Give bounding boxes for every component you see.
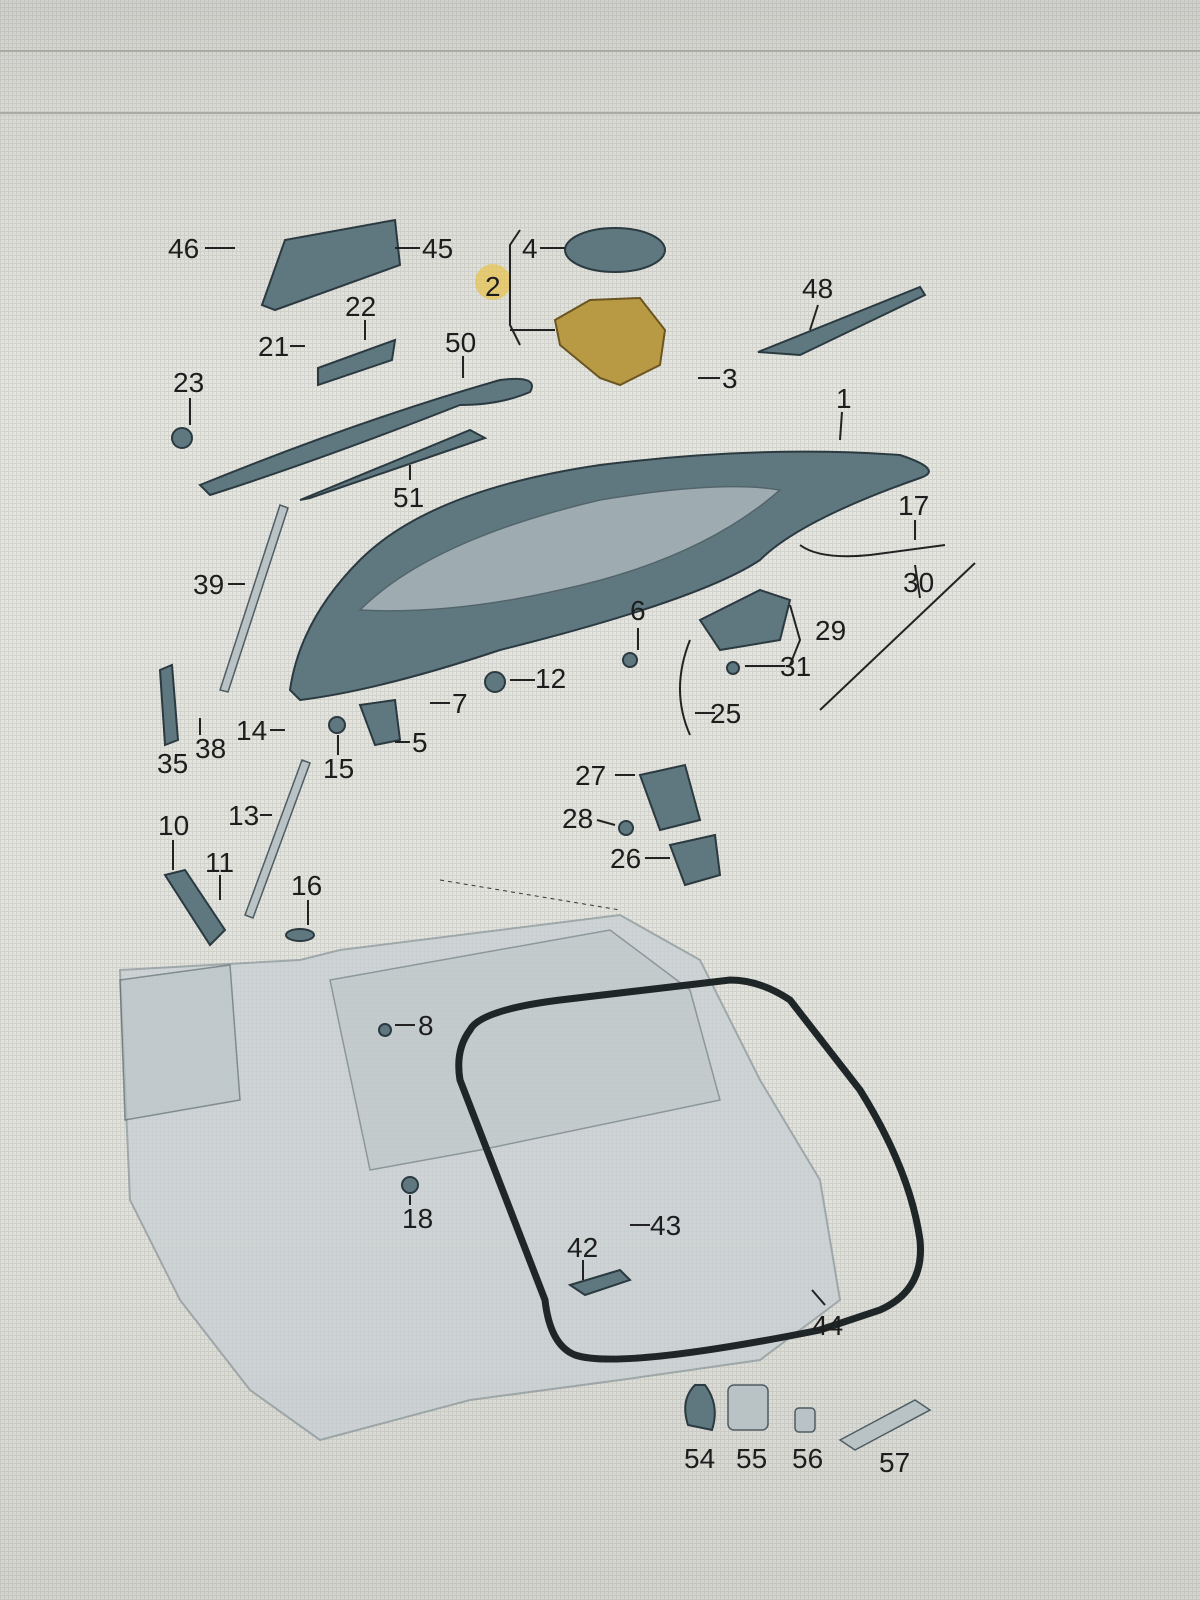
label-4: 4 (522, 233, 538, 264)
label-57: 57 (879, 1447, 910, 1478)
label-26: 26 (610, 843, 641, 874)
header-divider (0, 112, 1200, 114)
strip-48 (757, 285, 927, 357)
label-28: 28 (562, 803, 593, 834)
wiper-motor-highlighted (553, 296, 667, 387)
hinge-10 (163, 868, 227, 947)
label-18: 18 (402, 1203, 433, 1234)
product-55 (727, 1384, 769, 1431)
hinge-35 (158, 663, 180, 747)
trim-strip (317, 338, 397, 387)
label-3: 3 (722, 363, 738, 394)
leader-lines (172, 229, 921, 1306)
part-labels: 46 45 4 2 48 22 21 50 3 23 1 51 17 39 30… (157, 233, 934, 1478)
highlight-marker (475, 264, 511, 300)
label-55: 55 (736, 1443, 767, 1474)
label-7: 7 (452, 688, 468, 719)
label-11: 11 (205, 847, 234, 878)
top-divider (0, 50, 1200, 52)
label-30: 30 (903, 567, 934, 598)
label-46: 46 (168, 233, 199, 264)
label-23: 23 (173, 367, 204, 398)
spoiler (198, 377, 533, 497)
cable-25 (679, 639, 691, 736)
label-44: 44 (812, 1310, 843, 1341)
label-31: 31 (780, 651, 811, 682)
label-17: 17 (898, 490, 929, 521)
label-14: 14 (236, 715, 267, 746)
product-57-tube (838, 1399, 932, 1451)
trim-cover (260, 218, 402, 312)
label-45: 45 (422, 233, 453, 264)
motor-cap (564, 227, 666, 273)
label-8: 8 (418, 1010, 434, 1041)
label-42: 42 (567, 1232, 598, 1263)
label-12: 12 (535, 663, 566, 694)
product-54 (684, 1384, 716, 1432)
label-35: 35 (157, 748, 188, 779)
spoiler-trim (299, 428, 488, 501)
label-51: 51 (393, 482, 424, 513)
label-5: 5 (412, 727, 428, 758)
hose-17 (799, 544, 946, 558)
label-39: 39 (193, 569, 224, 600)
label-16: 16 (291, 870, 322, 901)
label-27: 27 (575, 760, 606, 791)
label-48: 48 (802, 273, 833, 304)
label-1: 1 (836, 383, 852, 414)
bracket-42 (567, 1268, 632, 1297)
latch-26 (668, 833, 722, 887)
label-38: 38 (195, 733, 226, 764)
label-13: 13 (228, 800, 259, 831)
label-29: 29 (815, 615, 846, 646)
label-50: 50 (445, 327, 476, 358)
label-25: 25 (710, 698, 741, 729)
label-15: 15 (323, 753, 354, 784)
gas-strut-13 (244, 759, 311, 919)
label-54: 54 (684, 1443, 715, 1474)
label-2[interactable]: 2 (485, 271, 501, 302)
cable-30 (819, 562, 976, 711)
latch-27 (638, 763, 702, 832)
label-21: 21 (258, 331, 289, 362)
label-22: 22 (345, 291, 376, 322)
gas-strut-39 (219, 504, 289, 693)
label-10: 10 (158, 810, 189, 841)
label-56: 56 (792, 1443, 823, 1474)
lock-actuator (698, 588, 792, 652)
product-56 (794, 1407, 816, 1433)
label-43: 43 (650, 1210, 681, 1241)
tailgate-seal (455, 976, 924, 1363)
label-6: 6 (630, 595, 646, 626)
vehicle-body (118, 879, 842, 1442)
